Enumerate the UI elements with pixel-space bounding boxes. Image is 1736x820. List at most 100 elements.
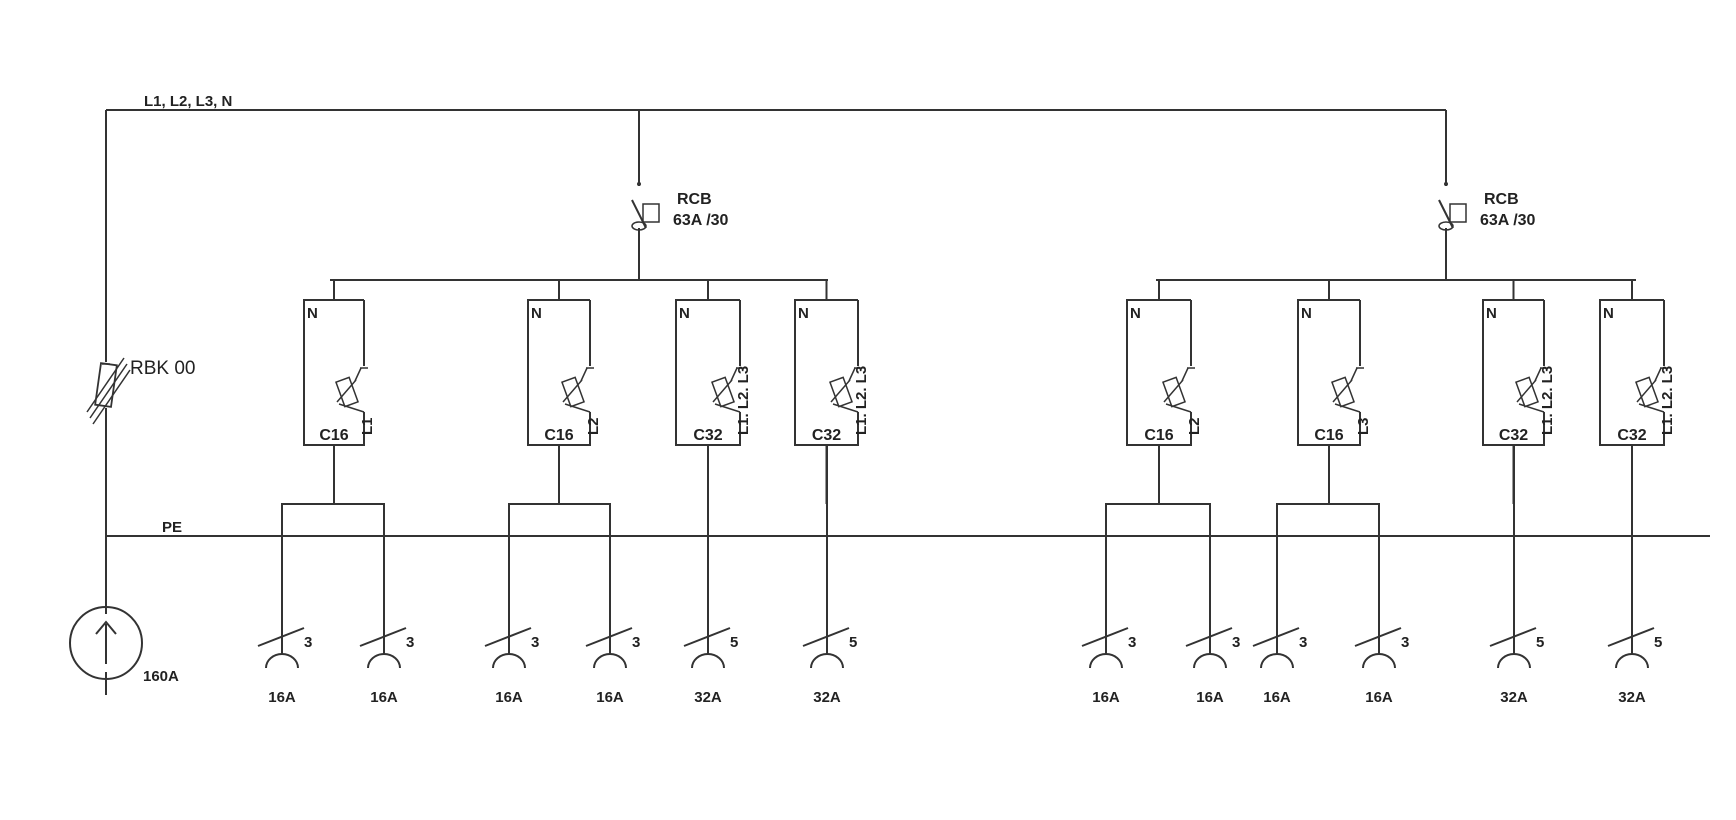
socket-outlet-icon [1252,612,1300,669]
breaker-1: N C16 L1 [303,280,376,504]
breaker-phase-label: L1 [359,417,376,435]
socket-wire-count: 3 [1128,634,1136,651]
breaker-4: N C32 L1. L2. L3 [794,280,870,504]
socket-10: 3 16A [1354,612,1409,706]
socket-7: 3 16A [1081,612,1136,706]
socket-rating: 32A [694,689,722,706]
socket-6: 5 32A [802,612,857,706]
socket-outlet-icon [802,612,850,669]
socket-outlet-icon [683,612,731,669]
breaker-fuse-icon [335,367,368,413]
socket-wire-count: 5 [1536,634,1544,651]
socket-wire-count: 3 [1299,634,1307,651]
breaker-phase-label: L3 [1355,417,1372,435]
socket-outlet-icon [359,612,407,669]
breaker-phase-label: L1. L2. L3 [1539,366,1556,435]
socket-wire-count: 5 [730,634,738,651]
breaker-fuse-icon [1162,367,1195,413]
breaker-neutral-label: N [1486,305,1497,322]
socket-outlet-icon [1607,612,1655,669]
breaker-phase-label: L1. L2. L3 [853,366,870,435]
breaker-neutral-label: N [1130,305,1141,322]
rcb-switch-icon [631,182,660,231]
socket-wire-count: 3 [304,634,312,651]
breaker-phase-label: L2 [1186,417,1203,435]
breaker-fuse-icon [1635,367,1668,413]
breaker-phase-label: L2 [585,417,602,435]
socket-outlet-icon [257,612,305,669]
breaker-neutral-label: N [798,305,809,322]
breaker-7: N C32 L1. L2. L3 [1482,280,1556,504]
socket-12: 5 32A [1607,612,1662,706]
socket-rating: 16A [1263,689,1291,706]
breaker-neutral-label: N [1301,305,1312,322]
socket-rating: 32A [1618,689,1646,706]
socket-rating: 16A [1365,689,1393,706]
socket-wire-count: 3 [632,634,640,651]
socket-wire-count: 3 [1232,634,1240,651]
socket-1: 3 16A [257,612,312,706]
splitter-2 [508,503,611,612]
breaker-rating: C32 [812,427,841,444]
socket-4: 3 16A [585,612,640,706]
rcb-name: RCB [1484,191,1519,208]
breaker-rating: C32 [1499,427,1528,444]
breaker-fuse-icon [711,367,744,413]
socket-rating: 16A [268,689,296,706]
socket-9: 3 16A [1252,612,1307,706]
breaker-2: N C16 L2 [527,280,602,504]
socket-outlet-icon [1185,612,1233,669]
main-fuse-label: RBK 00 [130,358,195,379]
breaker-neutral-label: N [307,305,318,322]
breaker-phase-label: L1. L2. L3 [1659,366,1676,435]
rcb-rating: 63A /30 [1480,212,1536,229]
socket-wire-count: 5 [849,634,857,651]
splitter-1 [281,503,385,612]
breaker-fuse-icon [829,367,862,413]
splitter-4 [1276,503,1380,612]
socket-rating: 16A [596,689,624,706]
breaker-rating: C16 [1144,427,1173,444]
socket-outlet-icon [1489,612,1537,669]
breaker-fuse-icon [561,367,594,413]
rcb-name: RCB [677,191,712,208]
supply-label: 160A [143,668,179,685]
socket-5: 5 32A [683,612,738,706]
socket-rating: 16A [370,689,398,706]
breaker-8: N C32 L1. L2. L3 [1599,280,1676,504]
socket-wire-count: 3 [1401,634,1409,651]
socket-outlet-icon [1354,612,1402,669]
breaker-5: N C16 L2 [1126,280,1203,504]
breaker-rating: C16 [1314,427,1343,444]
socket-wire-count: 5 [1654,634,1662,651]
breaker-rating: C16 [544,427,573,444]
rcb-rating: 63A /30 [673,212,729,229]
supply-source-icon [69,606,143,680]
socket-rating: 32A [1500,689,1528,706]
socket-outlet-icon [1081,612,1129,669]
rcb-1: RCB 63A /30 [330,110,828,281]
breaker-rating: C32 [1617,427,1646,444]
rcb-2: RCB 63A /30 [1156,110,1636,281]
splitter-3 [1105,503,1211,612]
breaker-neutral-label: N [1603,305,1614,322]
breaker-neutral-label: N [531,305,542,322]
socket-2: 3 16A [359,612,414,706]
breaker-rating: C32 [693,427,722,444]
main-fuse-icon [86,357,131,425]
socket-rating: 16A [495,689,523,706]
socket-rating: 16A [1092,689,1120,706]
breaker-neutral-label: N [679,305,690,322]
bus-label: L1, L2, L3, N [144,93,232,110]
breaker-fuse-icon [1515,367,1548,413]
breaker-fuse-icon [1331,367,1364,413]
breaker-rating: C16 [319,427,348,444]
socket-wire-count: 3 [406,634,414,651]
socket-rating: 32A [813,689,841,706]
socket-outlet-icon [484,612,532,669]
pe-label: PE [162,519,182,536]
